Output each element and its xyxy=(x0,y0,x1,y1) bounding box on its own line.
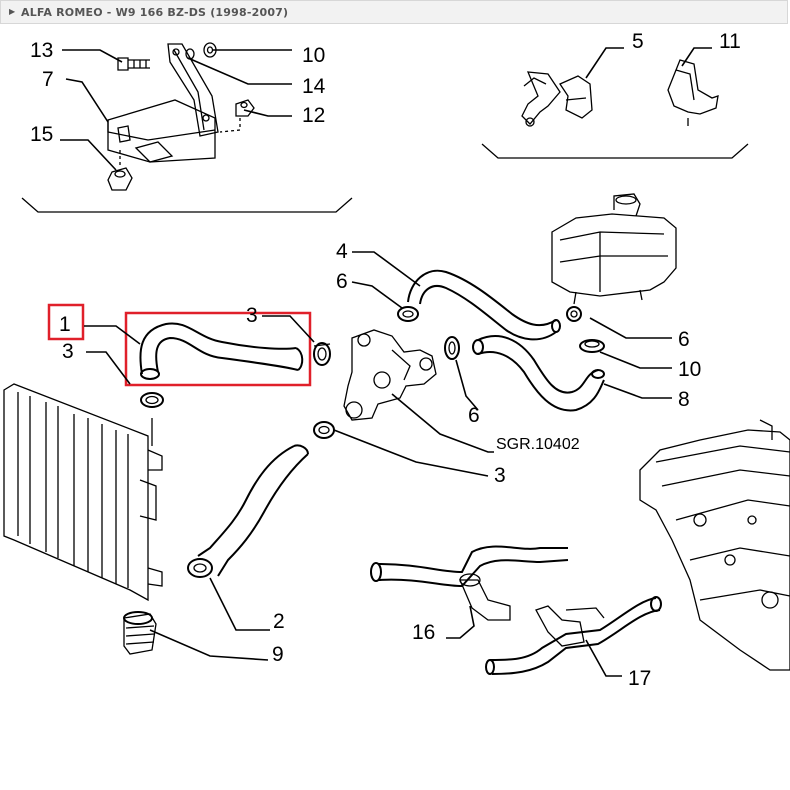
hose-2 xyxy=(187,444,309,578)
callout-11[interactable]: 11 xyxy=(719,30,741,53)
clamp-3-left xyxy=(140,392,164,408)
thermostat-housing xyxy=(343,329,437,421)
callout-17[interactable]: 17 xyxy=(628,667,651,690)
section-bracket-right xyxy=(481,143,749,159)
callout-6-mid[interactable]: 6 xyxy=(468,404,480,427)
breadcrumb-header[interactable]: ▶ ALFA ROMEO - W9 166 BZ-DS (1998-2007) xyxy=(0,0,788,24)
callout-2[interactable]: 2 xyxy=(273,610,285,633)
pipe-16 xyxy=(370,545,569,621)
callout-10-right[interactable]: 10 xyxy=(678,358,701,381)
hose-4 xyxy=(407,269,561,341)
callout-3-left[interactable]: 3 xyxy=(62,340,74,363)
callout-6-upper[interactable]: 6 xyxy=(336,270,348,293)
callout-6-right[interactable]: 6 xyxy=(678,328,690,351)
callout-14[interactable]: 14 xyxy=(302,75,326,98)
callout-9[interactable]: 9 xyxy=(272,643,284,666)
reference-code[interactable]: SGR.10402 xyxy=(496,436,580,453)
triangle-right-icon[interactable]: ▶ xyxy=(9,7,16,16)
pipe-17 xyxy=(485,596,662,675)
section-bracket-left xyxy=(21,197,353,213)
callout-3-lower[interactable]: 3 xyxy=(494,464,506,487)
engine-block xyxy=(639,419,790,671)
radiator xyxy=(3,383,163,602)
hose-1-highlight[interactable] xyxy=(124,311,312,387)
clamp-3-upper xyxy=(313,342,331,366)
callout-1[interactable]: 1 xyxy=(59,313,71,336)
callout-3-upper[interactable]: 3 xyxy=(246,304,258,327)
expansion-tank xyxy=(551,193,677,305)
callout-12[interactable]: 12 xyxy=(302,104,325,127)
bracket-assembly xyxy=(21,42,353,213)
clamp-6-mid xyxy=(444,336,460,360)
callout-15[interactable]: 15 xyxy=(30,123,53,146)
hose-1[interactable] xyxy=(139,322,304,380)
clips-assembly xyxy=(481,59,749,159)
callout-1-highlight[interactable] xyxy=(47,303,85,341)
callout-8[interactable]: 8 xyxy=(678,388,690,411)
clamp-6-upper xyxy=(397,306,419,322)
callout-10-top[interactable]: 10 xyxy=(302,44,325,67)
callout-4[interactable]: 4 xyxy=(336,240,348,263)
callout-7[interactable]: 7 xyxy=(42,68,54,91)
hose-8 xyxy=(472,335,605,412)
callout-16[interactable]: 16 xyxy=(412,621,435,644)
clamp-3-lower xyxy=(313,421,335,439)
cap-10-right xyxy=(579,339,605,353)
callout-5[interactable]: 5 xyxy=(632,30,644,53)
plug-9 xyxy=(123,611,157,655)
clamp-6-right xyxy=(566,306,582,322)
callout-13[interactable]: 13 xyxy=(30,39,53,62)
vehicle-title: ALFA ROMEO - W9 166 BZ-DS (1998-2007) xyxy=(21,6,289,19)
